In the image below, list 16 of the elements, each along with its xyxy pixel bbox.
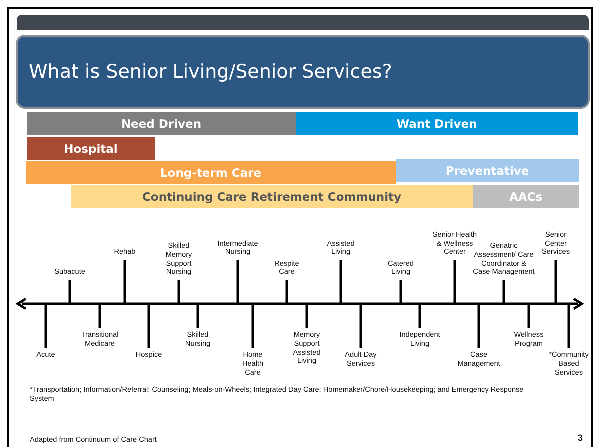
category-band — [27, 137, 155, 160]
category-band — [71, 185, 473, 208]
category-band — [396, 159, 579, 182]
category-band — [26, 161, 396, 184]
band-label: Want Driven — [396, 116, 478, 130]
band-label: Preventative — [446, 164, 530, 178]
title: What is Senior Living/Senior Services? — [29, 61, 392, 83]
page-number: 3 — [578, 433, 584, 443]
band-label: AACs — [509, 190, 543, 204]
band-label: Long-term Care — [160, 166, 262, 180]
band-label: Hospital — [64, 142, 118, 156]
band-label: Need Driven — [121, 116, 202, 130]
category-band — [296, 112, 578, 135]
band-label: Continuing Care Retirement Community — [142, 190, 402, 204]
category-band — [27, 112, 296, 135]
category-band — [473, 185, 579, 208]
